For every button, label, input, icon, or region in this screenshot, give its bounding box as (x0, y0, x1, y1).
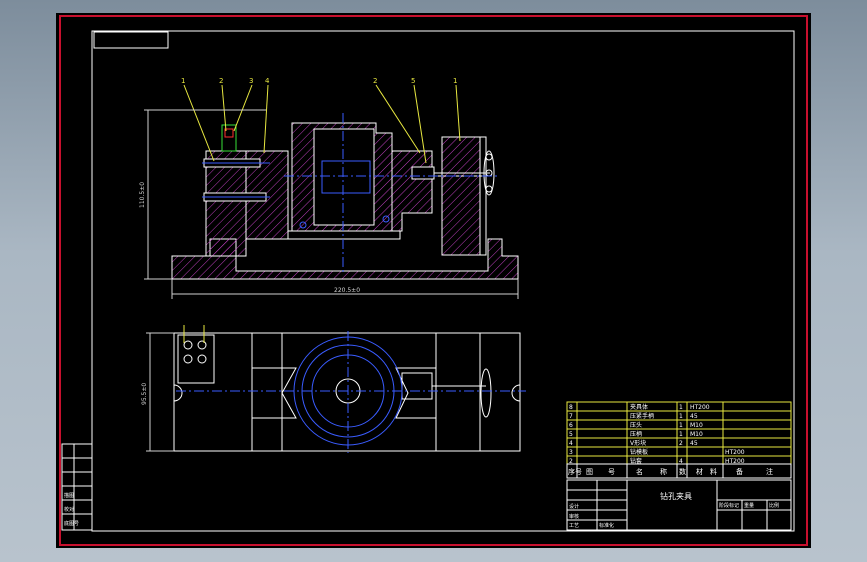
parts-row-name: 压紧手柄 (630, 412, 654, 420)
parts-row-name: 夹具体 (630, 403, 648, 411)
parts-row-name: 钻模板 (630, 448, 648, 456)
parts-row-material: HT200 (725, 458, 745, 465)
parts-row-no: 2 (569, 458, 573, 465)
parts-row-material: HT200 (690, 404, 710, 411)
leader-1: 1 (181, 77, 185, 85)
leader-3: 3 (249, 77, 253, 85)
front-width-dim: 220.5±0 (334, 287, 360, 294)
plan-view (173, 332, 521, 452)
front-dimensions (144, 109, 519, 299)
tb-right-weight: 重量 (744, 502, 754, 509)
tb-label-design: 设计 (569, 503, 579, 510)
parts-row-name: V形块 (630, 439, 646, 447)
parts-row-qty: 1 (679, 413, 683, 420)
header-number: 号 (608, 468, 615, 476)
tb-label-review: 审核 (569, 513, 579, 520)
header-material: 材 (696, 467, 703, 476)
leader-2: 2 (219, 77, 223, 85)
parts-row-no: 3 (569, 449, 573, 456)
drawing-title: 钻孔夹具 (660, 491, 692, 501)
header-drawing: 图 (586, 468, 593, 476)
parts-row-name: 压头 (630, 421, 642, 429)
tb-right-scale: 比例 (769, 502, 779, 509)
parts-row-material: 45 (690, 440, 698, 447)
tb-label-standard: 标准化 (599, 522, 614, 529)
parts-row-no: 7 (569, 413, 573, 420)
parts-row-qty: 2 (679, 440, 683, 447)
plan-leaders (183, 325, 205, 343)
stamp-row-4: 描图 (64, 492, 74, 499)
leader-5: 2 (373, 77, 377, 85)
header-remark: 备 (736, 467, 743, 476)
stamp-row-5: 校对 (64, 506, 74, 513)
title-block (566, 479, 792, 531)
leader-labels: 1 2 3 4 2 5 1 (181, 77, 457, 85)
plan-workpiece (176, 331, 526, 453)
plan-height-dim: 95.5±0 (141, 383, 148, 405)
corner-box (93, 31, 169, 49)
leader-6: 5 (411, 77, 415, 85)
inner-border (91, 30, 795, 532)
parts-row-no: 8 (569, 404, 573, 411)
front-height-dim: 110.5±0 (139, 182, 146, 208)
parts-row-qty: 4 (679, 458, 683, 465)
title-block-text: 钻孔夹具 设计 审核 工艺 标准化 阶段标记 重量 比例 (569, 491, 779, 529)
parts-row-material: HT200 (725, 449, 745, 456)
parts-row-no: 4 (569, 440, 573, 447)
parts-row-name: 压柄 (630, 430, 642, 438)
leader-4: 4 (265, 77, 270, 85)
parts-row-qty: 1 (679, 404, 683, 411)
parts-row-no: 6 (569, 422, 573, 429)
parts-row-material: M10 (690, 431, 703, 438)
left-stamp-labels: 描图 校对 底图号 (64, 492, 79, 527)
left-stamp-table (61, 443, 93, 531)
parts-row-qty: 1 (679, 422, 683, 429)
parts-row-material: M10 (690, 422, 703, 429)
header-material2: 料 (710, 467, 717, 476)
header-no: 序号 (568, 467, 582, 476)
tb-right-stage: 阶段标记 (719, 502, 739, 509)
header-remark2: 注 (766, 467, 773, 476)
parts-row-name: 钻套 (630, 457, 642, 465)
parts-row-no: 5 (569, 431, 573, 438)
front-leaders (183, 84, 461, 164)
stamp-row-6: 底图号 (64, 520, 79, 527)
front-view (171, 113, 519, 280)
tb-label-process: 工艺 (569, 523, 579, 529)
header-title: 称 (660, 467, 667, 476)
cad-drawing: 1 2 3 4 2 5 1 220.5±0 110.5±0 (59, 15, 808, 546)
leader-7: 1 (453, 77, 457, 85)
plan-dimensions (146, 332, 174, 452)
parts-list: 8 夹具体 1 HT200 7 压紧手柄 1 45 6 压头 1 M10 5 压… (566, 401, 792, 479)
header-qty: 数 (679, 467, 686, 476)
header-name: 名 (636, 467, 643, 476)
outer-frame (59, 15, 808, 546)
parts-row-qty: 1 (679, 431, 683, 438)
parts-row-material: 45 (690, 413, 698, 420)
drawing-sheet: 1 2 3 4 2 5 1 220.5±0 110.5±0 (56, 13, 811, 548)
